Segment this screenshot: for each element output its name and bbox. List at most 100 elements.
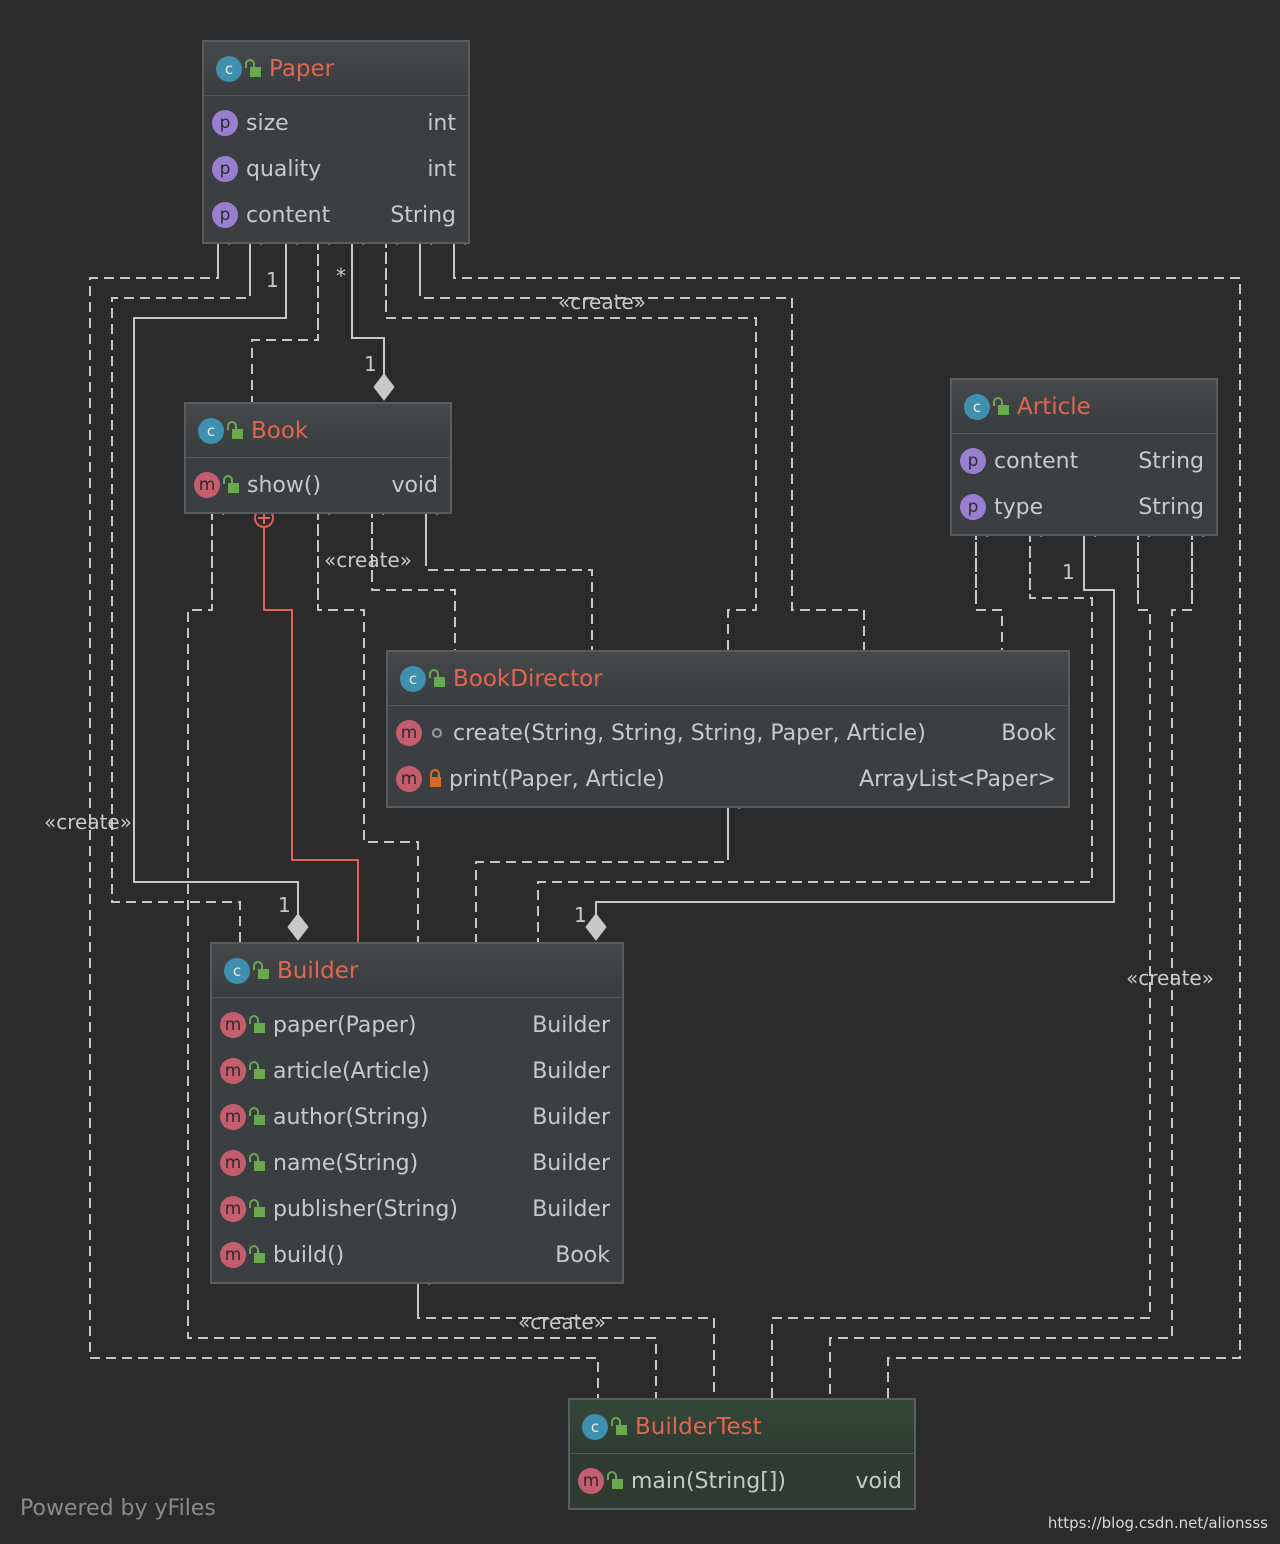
powered-by-credit: Powered by yFiles (20, 1496, 216, 1521)
create-stereotype-label: «create» (324, 548, 412, 572)
class-name: Book (251, 417, 309, 444)
property-icon: p (960, 494, 986, 520)
method-row[interactable]: m main(String[]) void (570, 1458, 914, 1504)
method-row[interactable]: m create(String, String, String, Paper, … (388, 710, 1068, 756)
class-header: c BookDirector (388, 652, 1068, 706)
class-box-paper[interactable]: c Paper p size int p quality int p conte… (202, 40, 470, 244)
field-row[interactable]: p quality int (204, 146, 468, 192)
method-name: main(String[]) (631, 1468, 786, 1494)
method-return-type: Book (555, 1242, 610, 1268)
class-icon: c (198, 417, 224, 444)
aggregation-diamond (287, 913, 309, 941)
method-row[interactable]: m print(Paper, Article) ArrayList<Paper> (388, 756, 1068, 802)
field-name: size (246, 110, 289, 136)
public-lock-icon (249, 1153, 265, 1171)
field-row[interactable]: p type String (952, 484, 1216, 530)
field-type: String (390, 202, 456, 228)
public-lock-icon (253, 960, 269, 979)
multiplicity-label: 1 (574, 903, 587, 927)
method-row[interactable]: m article(Article) Builder (212, 1048, 622, 1094)
public-lock-icon (611, 1416, 627, 1435)
property-icon: p (212, 156, 238, 182)
method-icon: m (220, 1196, 246, 1222)
private-lock-icon (430, 769, 441, 787)
multiplicity-label: 1 (278, 893, 291, 917)
field-type: String (1138, 494, 1204, 520)
class-name: Paper (269, 55, 335, 82)
method-name: show() (247, 472, 322, 498)
method-row[interactable]: m show() void (186, 462, 450, 508)
source-url: https://blog.csdn.net/alionsss (1047, 1514, 1268, 1532)
method-icon: m (220, 1104, 246, 1130)
class-box-buildertest[interactable]: c BuilderTest m main(String[]) void (568, 1398, 916, 1510)
dep-line (453, 238, 1241, 1398)
property-icon: p (212, 202, 238, 228)
method-name: publisher(String) (273, 1196, 458, 1222)
dep-line (89, 238, 599, 1398)
property-icon: p (212, 110, 238, 136)
method-name: build() (273, 1242, 345, 1268)
method-return-type: Builder (532, 1012, 610, 1038)
class-box-bookdirector[interactable]: c BookDirector m create(String, String, … (386, 650, 1070, 808)
class-header: c Book (186, 404, 450, 458)
field-row[interactable]: p content String (204, 192, 468, 238)
method-return-type: ArrayList<Paper> (859, 766, 1056, 792)
method-return-type: Book (1001, 720, 1056, 746)
field-name: content (246, 202, 331, 228)
method-row[interactable]: m name(String) Builder (212, 1140, 622, 1186)
public-lock-icon (249, 1245, 265, 1263)
public-lock-icon (249, 1107, 265, 1125)
dep-line (425, 508, 593, 650)
class-header: c BuilderTest (570, 1400, 914, 1454)
method-name: article(Article) (273, 1058, 430, 1084)
field-row[interactable]: p size int (204, 100, 468, 146)
method-row[interactable]: m publisher(String) Builder (212, 1186, 622, 1232)
field-type: int (427, 156, 456, 182)
method-row[interactable]: m build() Book (212, 1232, 622, 1278)
test-class-icon: c (582, 1413, 608, 1440)
dep-line (475, 802, 729, 942)
field-name: quality (246, 156, 322, 182)
method-icon: m (220, 1012, 246, 1038)
method-icon: m (578, 1468, 604, 1494)
method-row[interactable]: m author(String) Builder (212, 1094, 622, 1140)
class-name: Article (1017, 393, 1091, 420)
dep-line (417, 1278, 715, 1398)
field-name: type (994, 494, 1044, 520)
class-name: BookDirector (453, 665, 603, 692)
create-stereotype-label: «create» (558, 290, 646, 314)
class-box-builder[interactable]: c Builder m paper(Paper) Builder m artic… (210, 942, 624, 1284)
method-return-type: void (391, 472, 438, 498)
multiplicity-label: * (336, 264, 346, 288)
method-name: paper(Paper) (273, 1012, 417, 1038)
public-lock-icon (249, 1061, 265, 1079)
create-stereotype-label: «create» (44, 810, 132, 834)
method-icon: m (220, 1058, 246, 1084)
class-icon: c (224, 957, 250, 984)
method-return-type: Builder (532, 1104, 610, 1130)
assoc-line (133, 238, 299, 922)
public-lock-icon (993, 396, 1009, 415)
method-row[interactable]: m paper(Paper) Builder (212, 1002, 622, 1048)
public-lock-icon (223, 475, 239, 493)
method-return-type: Builder (532, 1150, 610, 1176)
field-name: content (994, 448, 1079, 474)
class-box-article[interactable]: c Article p content String p type String (950, 378, 1218, 536)
public-lock-icon (227, 420, 243, 439)
method-name: print(Paper, Article) (449, 766, 665, 792)
method-icon: m (194, 472, 220, 498)
method-return-type: void (855, 1468, 902, 1494)
field-row[interactable]: p content String (952, 438, 1216, 484)
public-lock-icon (245, 58, 261, 77)
class-box-book[interactable]: c Book m show() void (184, 402, 452, 514)
method-name: author(String) (273, 1104, 429, 1130)
property-icon: p (960, 448, 986, 474)
public-lock-icon (607, 1471, 623, 1489)
aggregation-diamond (373, 373, 395, 401)
class-name: Builder (277, 957, 359, 984)
class-name: BuilderTest (635, 1413, 762, 1440)
method-return-type: Builder (532, 1196, 610, 1222)
dep-line (371, 508, 456, 650)
class-icon: c (400, 665, 426, 692)
